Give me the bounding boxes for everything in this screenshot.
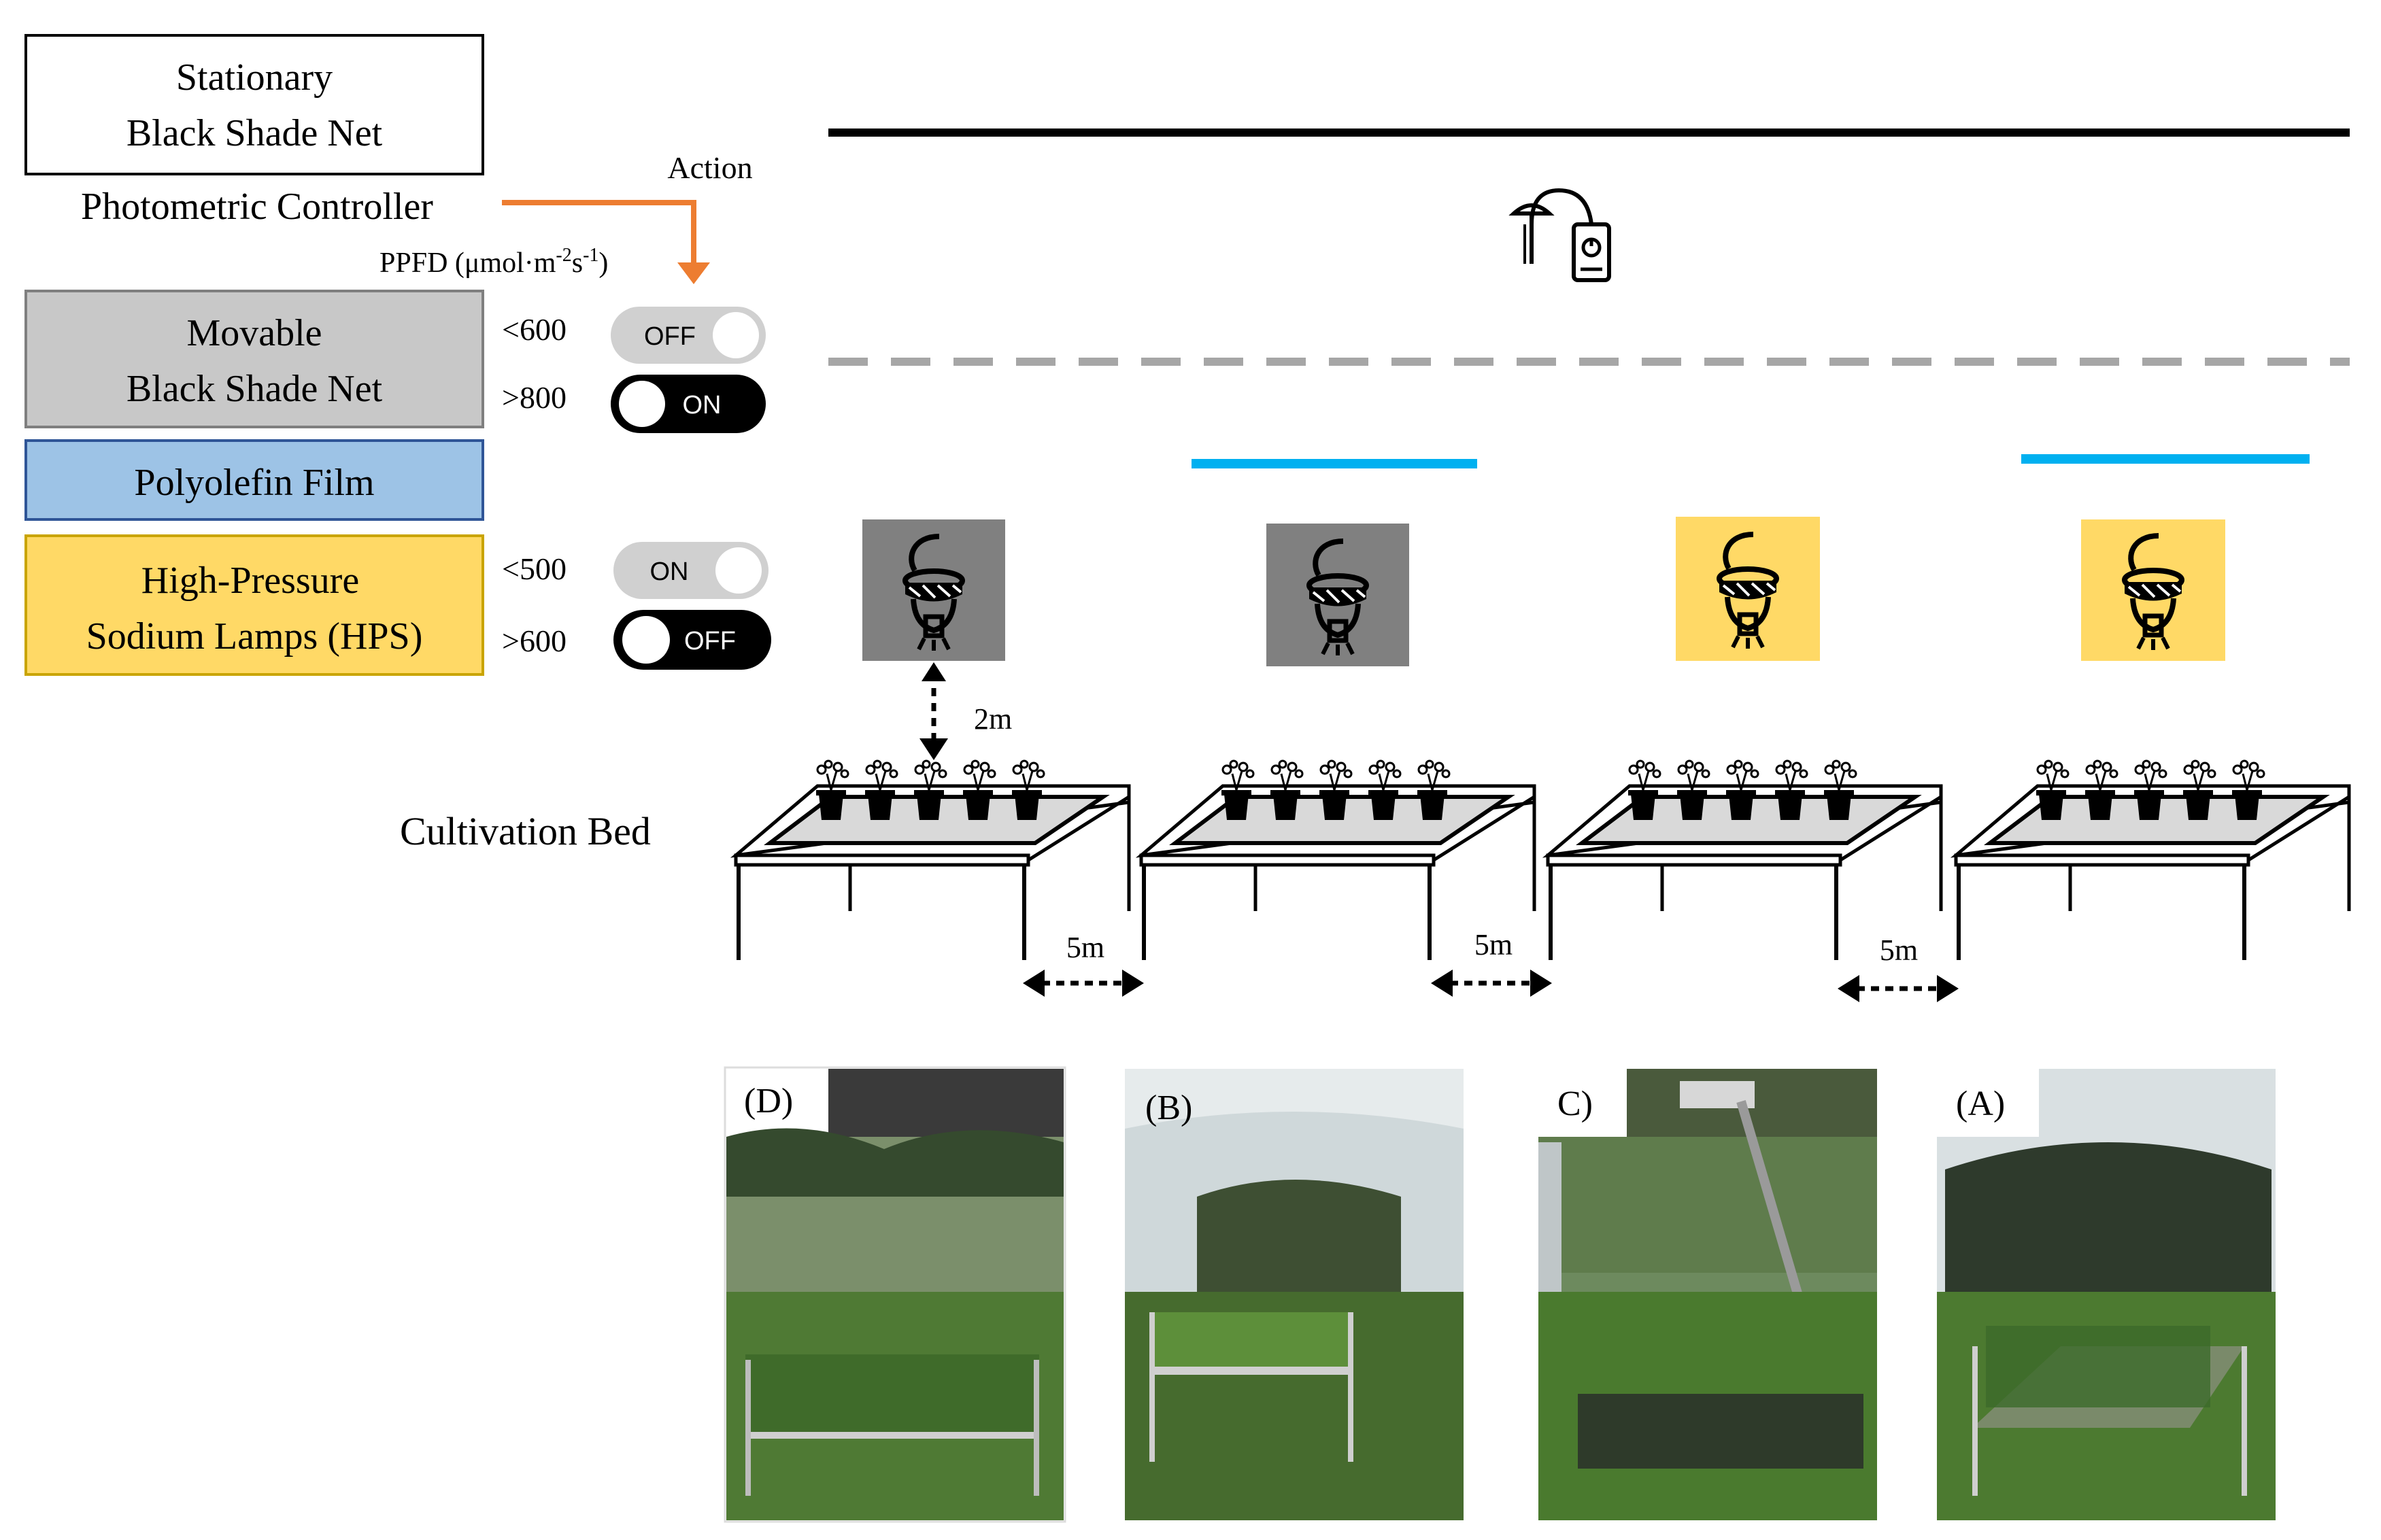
photo-label-c: C) <box>1557 1084 1593 1123</box>
stationary-net-line2: Black Shade Net <box>126 112 383 154</box>
height-label: 2m <box>974 702 1012 736</box>
spacing-arrow-1: 5m <box>1023 931 1144 997</box>
height-arrow-head-top <box>922 662 946 681</box>
net-off-toggle-label: OFF <box>644 322 696 351</box>
hps-box <box>24 534 484 676</box>
hps-line2: Sodium Lamps (HPS) <box>86 615 423 657</box>
photo-label-d: (D) <box>744 1082 793 1120</box>
stationary-net-line1: Stationary <box>176 56 333 99</box>
hps-off-toggle-label: OFF <box>684 627 736 655</box>
action-arrow-head <box>677 262 710 284</box>
ppfd-label: PPFD (μmol·m-2s-1) <box>379 245 608 279</box>
movable-net-line1: Movable <box>186 312 322 354</box>
height-arrow-head-bottom <box>919 738 948 760</box>
hps-on-toggle-label: ON <box>650 558 689 586</box>
polyolefin-box <box>24 439 484 521</box>
photo-label-b: (B) <box>1145 1089 1192 1127</box>
spacing-label-3: 5m <box>1880 934 1918 967</box>
net-off-toggle[interactable]: OFF <box>611 307 766 364</box>
stationary-net-box <box>24 34 484 175</box>
spacing-arrow-2: 5m <box>1431 928 1552 997</box>
net-on-toggle[interactable]: ON <box>611 375 766 433</box>
net-low-threshold: <600 <box>502 312 567 347</box>
action-arrow <box>502 200 696 265</box>
photo-label-a: (A) <box>1956 1084 2005 1123</box>
polyolefin-label: Polyolefin Film <box>134 462 374 504</box>
movable-net-box <box>24 290 484 428</box>
hps-line1: High-Pressure <box>141 560 359 602</box>
spacing-label-2: 5m <box>1474 928 1513 961</box>
cultivation-bed-label: Cultivation Bed <box>400 809 651 853</box>
lamp-c <box>1676 517 1820 661</box>
lamp-d <box>862 519 1005 661</box>
photo-d: (D) <box>724 1066 1066 1523</box>
photometric-sensor-icon <box>1508 188 1611 282</box>
net-high-threshold: >800 <box>502 380 567 415</box>
net-on-toggle-label: ON <box>683 391 722 420</box>
hps-off-toggle[interactable]: OFF <box>613 610 771 670</box>
controller-label: Photometric Controller <box>81 186 433 228</box>
hps-on-toggle[interactable]: ON <box>613 542 769 599</box>
spacing-arrow-3: 5m <box>1838 934 1959 1002</box>
cultivation-bed-b <box>1135 759 1536 960</box>
photo-a: (A) <box>1937 1069 2276 1520</box>
cultivation-bed-c <box>1542 759 1943 960</box>
cultivation-bed-d <box>730 759 1131 960</box>
lamp-b <box>1266 524 1409 666</box>
action-label: Action <box>667 150 752 185</box>
lamp-a <box>2081 519 2225 661</box>
photo-c: C) <box>1538 1069 1877 1520</box>
hps-high-threshold: >600 <box>502 623 567 658</box>
spacing-label-1: 5m <box>1066 931 1104 964</box>
photo-b: (B) <box>1125 1069 1464 1520</box>
movable-net-line2: Black Shade Net <box>126 368 383 410</box>
hps-low-threshold: <500 <box>502 551 567 586</box>
cultivation-bed-a <box>1950 759 2351 960</box>
